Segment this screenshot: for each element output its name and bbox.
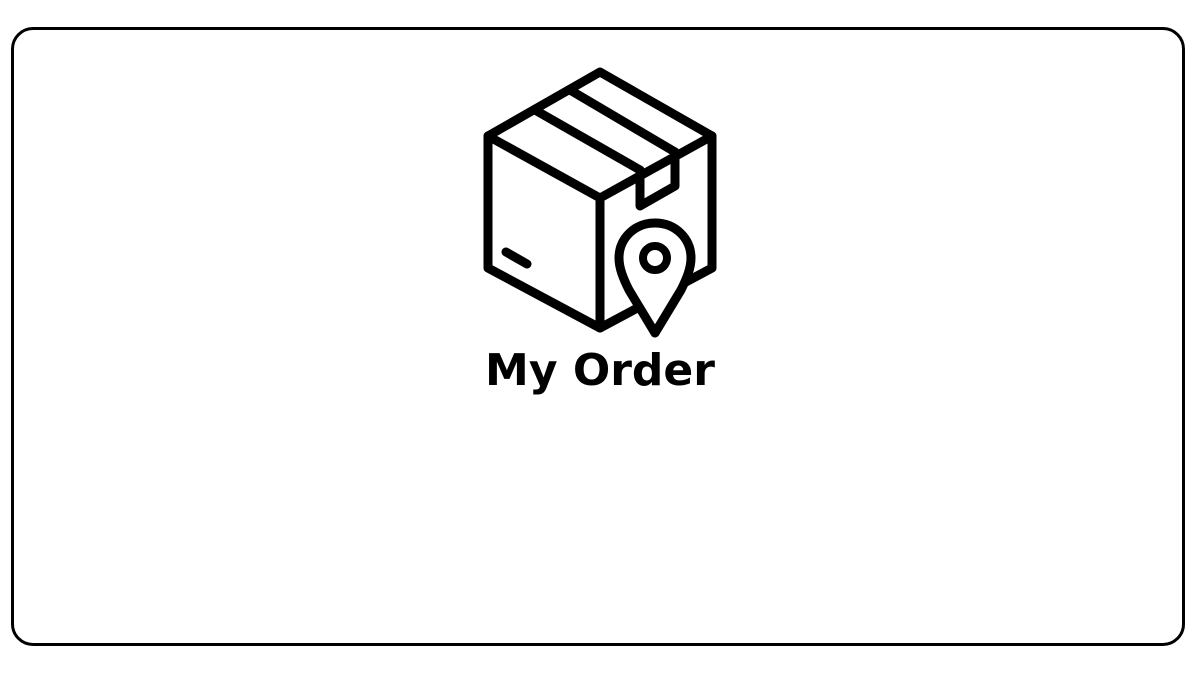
package-location-icon: [470, 60, 730, 350]
order-card: [11, 27, 1185, 646]
my-order-tile[interactable]: My Order: [470, 60, 730, 405]
page-title: My Order: [485, 345, 715, 396]
